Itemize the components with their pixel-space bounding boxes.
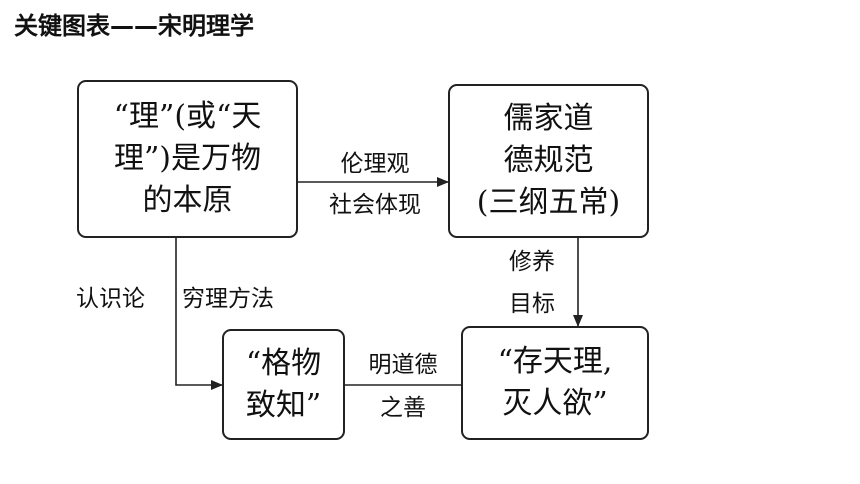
node-li-origin-line-2: 理”)是万物 [113,141,262,176]
edge-label-shehui-tixian: 社会体现 [329,192,421,218]
arrow-origin-to-gewu [175,238,223,390]
edge-label-xiuyang: 修养 [509,249,555,275]
edge-label-mubiao: 目标 [509,291,555,317]
node-confucian-ethics: 儒家道 德规范 (三纲五常) [448,84,649,238]
node-gewu-zhizhi-line-1: “格物 [245,345,322,381]
node-confucian-ethics-line-1: 儒家道 [503,101,594,136]
node-gewu-zhizhi: “格物 致知” [222,329,345,440]
node-gewu-zhizhi-line-2: 致知” [245,387,322,423]
node-confucian-ethics-line-2: 德规范 [503,143,594,178]
edge-label-renshilun: 认识论 [76,286,145,312]
edge-label-qiongli-fangfa: 穷理方法 [182,286,274,312]
node-li-origin-line-3: 的本原 [142,183,233,218]
node-li-origin-line-1: “理”(或“天 [113,99,262,134]
edge-label-mingdaode: 明道德 [348,349,458,381]
node-li-origin: “理”(或“天 理”)是万物 的本原 [77,80,298,238]
node-confucian-ethics-line-3: (三纲五常) [476,185,621,220]
node-cun-tianli-line-2: 灭人欲” [502,386,608,421]
page-title: 关键图表——宋明理学 [14,12,254,40]
node-cun-tianli-line-1: “存天理, [497,344,613,379]
edge-label-zhishan: 之善 [348,392,458,424]
edge-label-lunliguan: 伦理观 [340,151,410,177]
node-cun-tianli: “存天理, 灭人欲” [461,326,649,440]
